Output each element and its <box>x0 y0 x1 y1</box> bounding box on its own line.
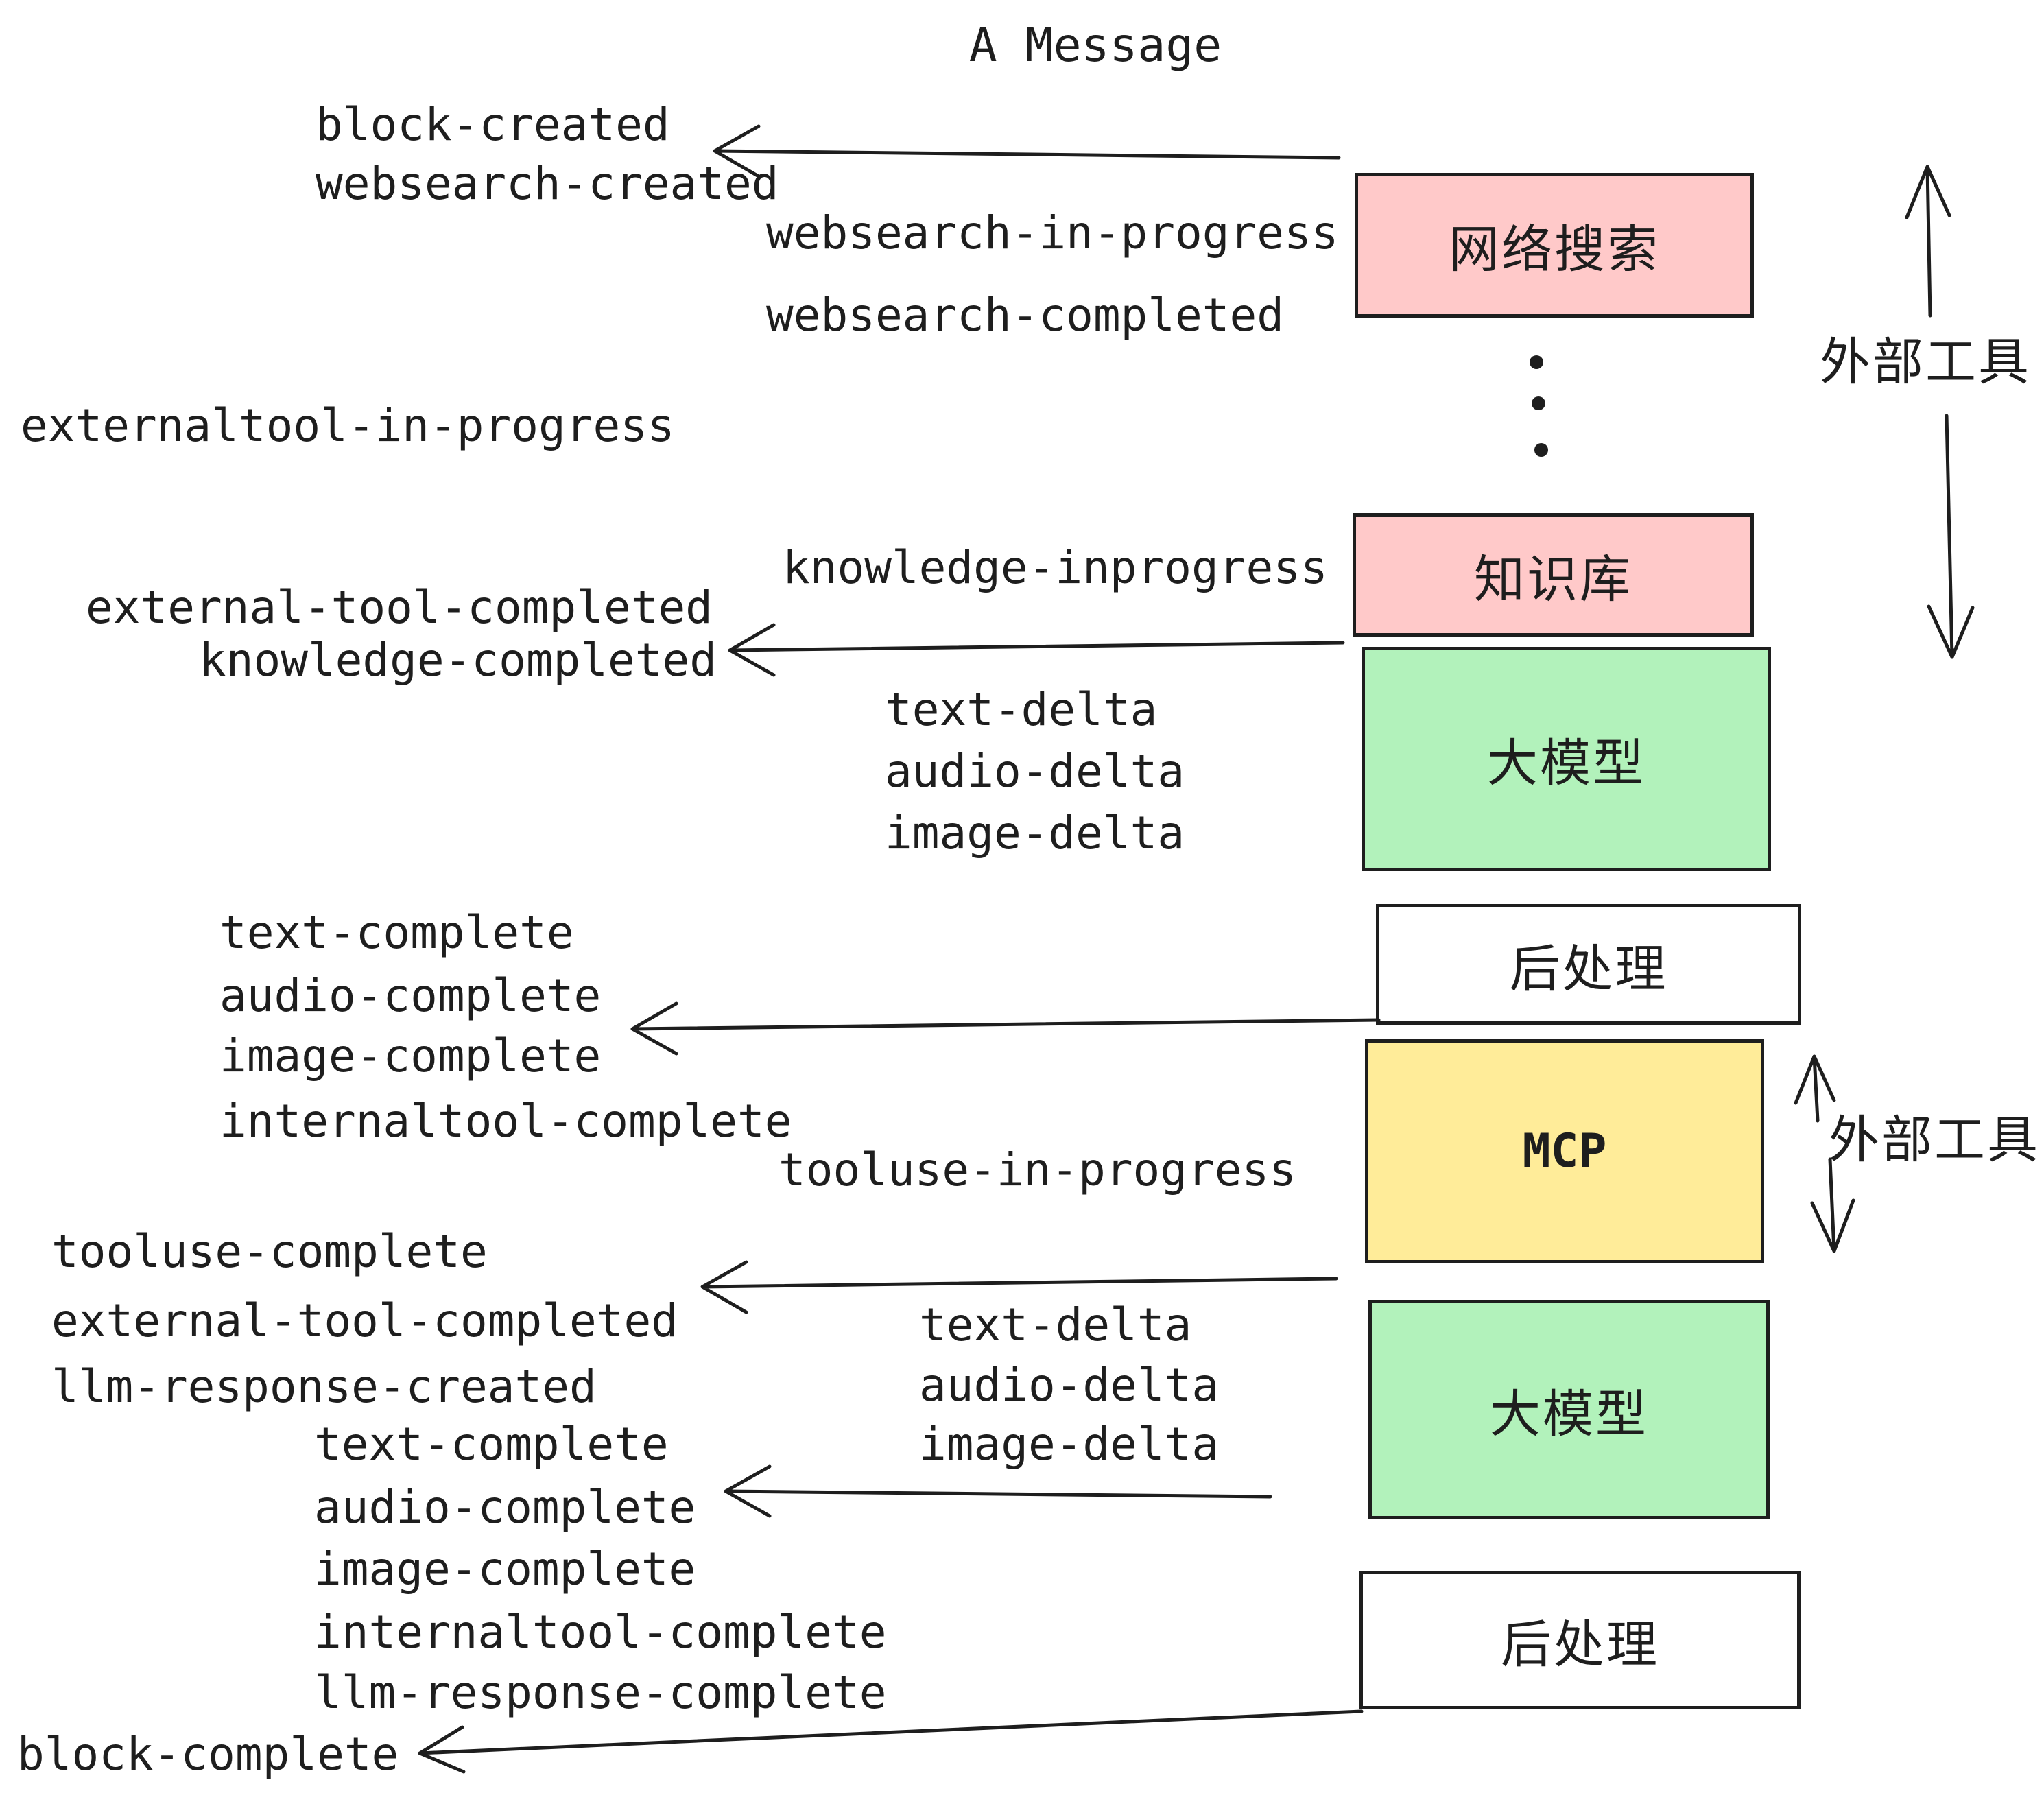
event-image-complete-2: image-complete <box>314 1543 696 1595</box>
event-text-complete: text-complete <box>219 906 574 959</box>
event-tooluse-in-progress: tooluse-in-progress <box>779 1143 1296 1196</box>
event-externaltool-in-progress: externaltool-in-progress <box>21 399 675 452</box>
arrow-block-complete <box>418 1709 1364 1774</box>
ellipsis-dots <box>1530 355 1548 457</box>
diagram-title: A Message <box>968 19 1222 73</box>
event-external-tool-completed-2: external-tool-completed <box>51 1294 678 1347</box>
event-image-delta: image-delta <box>885 807 1185 859</box>
box-knowledge-label: 知识库 <box>1474 550 1632 608</box>
event-llm-response-created: llm-response-created <box>51 1360 597 1413</box>
label-external-tools-top: 外部工具 <box>1820 333 2031 390</box>
event-internaltool-complete-2: internaltool-complete <box>314 1606 887 1659</box>
event-websearch-in-progress: websearch-in-progress <box>766 206 1339 259</box>
event-websearch-completed: websearch-completed <box>766 289 1284 342</box>
arrow-external-tools-down <box>1927 414 1975 659</box>
box-websearch-label: 网络搜索 <box>1449 221 1660 278</box>
event-knowledge-completed: knowledge-completed <box>199 634 717 687</box>
box-mcp-label: MCP <box>1522 1124 1607 1178</box>
box-postprocess-1-label: 后处理 <box>1509 940 1668 997</box>
event-audio-complete: audio-complete <box>219 969 602 1022</box>
box-postprocess-2: 后处理 <box>1359 1571 1801 1709</box>
event-internaltool-complete: internaltool-complete <box>219 1095 792 1148</box>
arrow-image-complete <box>630 1001 1381 1056</box>
event-image-complete: image-complete <box>219 1030 602 1082</box>
box-llm-2: 大模型 <box>1368 1300 1770 1519</box>
arrow-audio-complete-2 <box>724 1464 1272 1518</box>
arrow-mcp-external-down <box>1810 1157 1855 1253</box>
arrow-external-tools-up <box>1905 165 1951 318</box>
label-external-tools-bottom: 外部工具 <box>1829 1111 2040 1168</box>
box-llm-2-label: 大模型 <box>1490 1385 1648 1443</box>
event-text-delta: text-delta <box>885 683 1158 736</box>
box-mcp: MCP <box>1365 1039 1764 1263</box>
event-audio-complete-2: audio-complete <box>314 1481 696 1534</box>
event-audio-delta-2: audio-delta <box>919 1359 1220 1412</box>
event-audio-delta: audio-delta <box>885 745 1185 798</box>
event-text-complete-2: text-complete <box>314 1418 669 1471</box>
box-llm-1: 大模型 <box>1362 647 1771 871</box>
box-postprocess-1: 后处理 <box>1376 904 1801 1025</box>
event-tooluse-complete: tooluse-complete <box>51 1225 488 1278</box>
event-llm-response-complete: llm-response-complete <box>314 1666 887 1719</box>
box-llm-1-label: 大模型 <box>1487 735 1645 792</box>
event-block-created: block-created <box>316 98 670 151</box>
event-text-delta-2: text-delta <box>919 1298 1192 1351</box>
arrow-block-created <box>713 124 1341 178</box>
event-image-delta-2: image-delta <box>919 1418 1220 1471</box>
arrow-knowledge-completed <box>728 623 1345 677</box>
event-knowledge-inprogress: knowledge-inprogress <box>783 541 1328 594</box>
box-knowledge: 知识库 <box>1353 513 1754 637</box>
box-postprocess-2-label: 后处理 <box>1501 1615 1659 1673</box>
event-websearch-created: websearch-created <box>316 157 779 210</box>
event-block-complete: block-complete <box>17 1728 399 1781</box>
event-external-tool-completed: external-tool-completed <box>86 581 713 634</box>
box-websearch: 网络搜索 <box>1355 173 1754 318</box>
